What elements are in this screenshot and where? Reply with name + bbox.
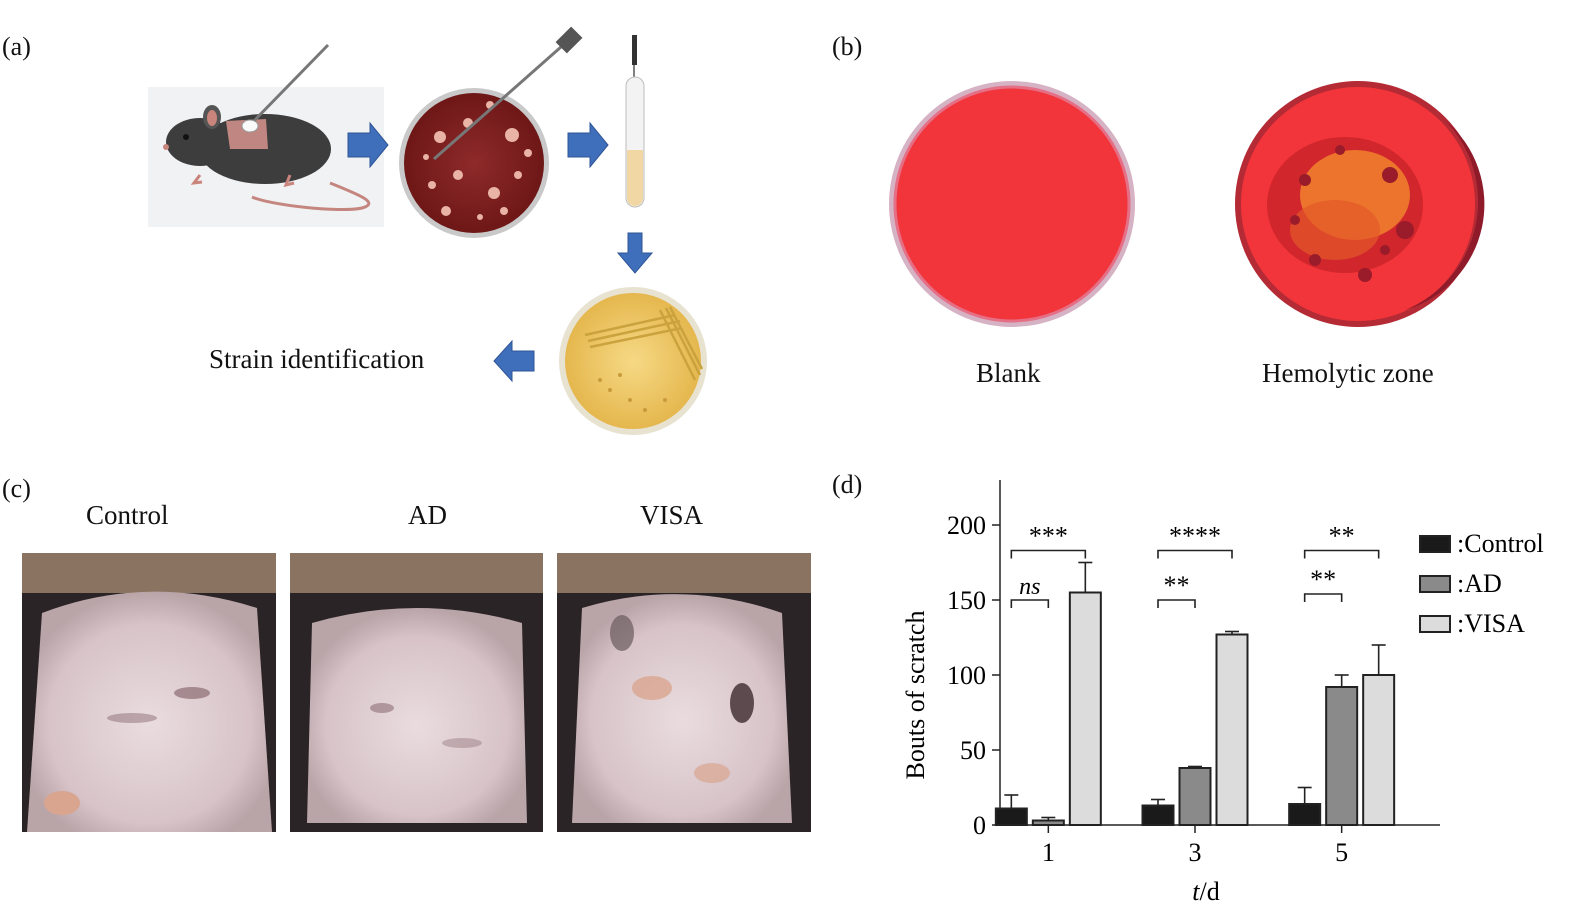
y-tick-label: 0 bbox=[973, 811, 986, 840]
control-skin-photo bbox=[22, 553, 276, 832]
significance-bracket bbox=[1157, 549, 1233, 559]
blood-agar-plate bbox=[399, 26, 583, 238]
bar bbox=[1288, 803, 1322, 826]
skin-photos bbox=[22, 553, 811, 832]
strain-identification-label: Strain identification bbox=[209, 344, 425, 374]
legend-label: :VISA bbox=[1457, 609, 1525, 638]
significance-label: ns bbox=[1019, 574, 1040, 600]
significance-bracket bbox=[1010, 549, 1087, 559]
significance-bracket bbox=[1010, 599, 1050, 608]
bar bbox=[1178, 767, 1212, 826]
blank-plate bbox=[889, 81, 1135, 327]
blank-caption: Blank bbox=[976, 358, 1041, 388]
x-tick-label: 5 bbox=[1335, 838, 1348, 867]
blood-agar-photos bbox=[889, 81, 1485, 327]
x-tick-label: 3 bbox=[1189, 838, 1202, 867]
control-caption: Control bbox=[86, 500, 169, 530]
mouse-illustration bbox=[148, 43, 384, 227]
panel-d-label: (d) bbox=[832, 470, 863, 499]
arrow-right-icon bbox=[347, 121, 389, 169]
x-tick-label: 1 bbox=[1042, 838, 1055, 867]
visa-caption: VISA bbox=[640, 500, 704, 530]
x-axis-label: t/d bbox=[1192, 877, 1219, 906]
significance-label: ** bbox=[1329, 522, 1355, 551]
y-axis-label: Bouts of scratch bbox=[901, 611, 930, 780]
workflow-diagram bbox=[148, 26, 707, 435]
hemolytic-zone-caption: Hemolytic zone bbox=[1262, 358, 1434, 388]
culture-plate bbox=[559, 287, 707, 435]
arrow-left-icon bbox=[493, 339, 535, 383]
y-tick-label: 200 bbox=[947, 511, 986, 540]
visa-skin-photo bbox=[557, 553, 811, 832]
legend-swatch bbox=[1419, 575, 1451, 593]
legend-label: :Control bbox=[1457, 529, 1544, 558]
legend-swatch bbox=[1419, 535, 1451, 553]
significance-label: **** bbox=[1169, 522, 1221, 551]
arrow-down-icon bbox=[616, 232, 654, 274]
bar bbox=[1215, 633, 1249, 826]
significance-label: *** bbox=[1029, 522, 1068, 551]
significance-label: ** bbox=[1164, 571, 1190, 600]
legend-label: :AD bbox=[1457, 569, 1502, 598]
panel-b-label: (b) bbox=[832, 32, 863, 61]
legend-swatch bbox=[1419, 615, 1451, 633]
bar bbox=[1362, 674, 1396, 826]
panel-c-label: (c) bbox=[2, 474, 31, 503]
significance-bracket bbox=[1157, 599, 1196, 608]
arrow-right-icon bbox=[567, 121, 609, 169]
panel-a-label: (a) bbox=[2, 32, 31, 61]
significance-bracket bbox=[1303, 549, 1380, 559]
significance-bracket bbox=[1303, 593, 1343, 602]
bar bbox=[1325, 686, 1359, 826]
bar bbox=[1141, 804, 1175, 826]
test-tube bbox=[625, 35, 645, 208]
ad-skin-photo bbox=[290, 553, 543, 832]
bar bbox=[1068, 591, 1102, 826]
y-tick-label: 150 bbox=[947, 586, 986, 615]
bar bbox=[994, 807, 1028, 826]
hemolytic-plate bbox=[1235, 81, 1485, 327]
y-tick-label: 50 bbox=[960, 736, 986, 765]
ad-caption: AD bbox=[408, 500, 447, 530]
y-tick-label: 100 bbox=[947, 661, 986, 690]
significance-label: ** bbox=[1310, 565, 1336, 594]
bar bbox=[1031, 819, 1065, 826]
